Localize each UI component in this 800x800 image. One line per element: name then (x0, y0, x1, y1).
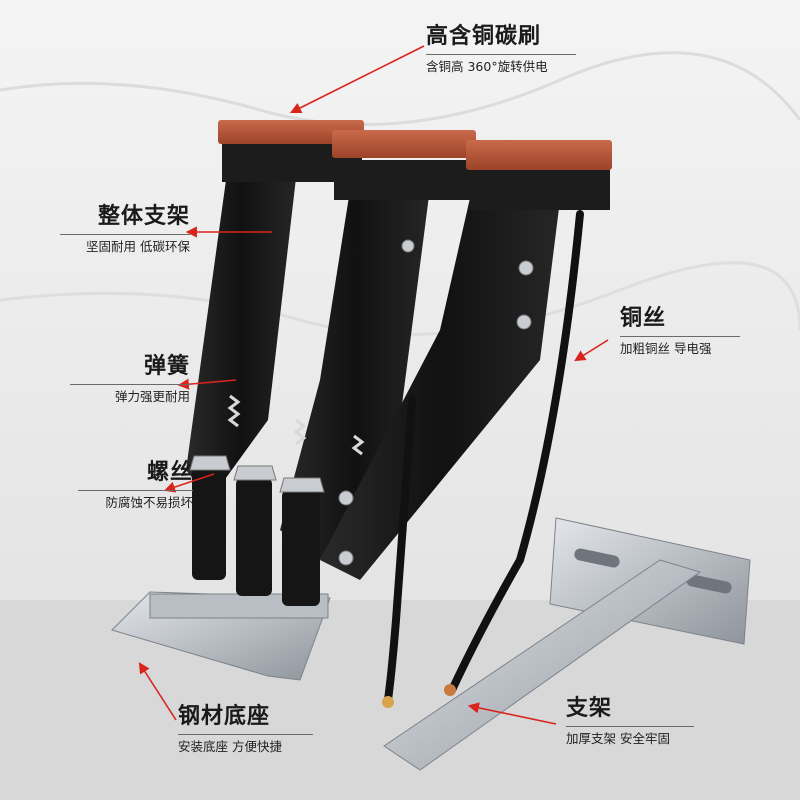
callout-wire-title: 铜丝 (620, 306, 667, 331)
copper-wires (384, 210, 584, 704)
callout-bracket-subtitle: 加厚支架 安全牢固 (566, 731, 670, 746)
arrow-brush (289, 45, 425, 114)
callout-spring-rule (70, 384, 190, 385)
callout-bracket: 支架 加厚支架 安全牢固 (566, 696, 694, 747)
callout-base-subtitle: 安装底座 方便快捷 (178, 739, 282, 754)
callout-brush-subtitle: 含铜高 360°旋转供电 (426, 59, 548, 74)
callout-base: 钢材底座 安装底座 方便快捷 (178, 704, 313, 755)
callout-bracket-rule (566, 726, 694, 727)
callout-screw-title: 螺丝 (146, 460, 193, 485)
wall-texture (0, 51, 800, 126)
callout-frame: 整体支架 坚固耐用 低碳环保 (60, 204, 190, 255)
callout-base-rule (178, 734, 313, 735)
callout-brush: 高含铜碳刷 含铜高 360°旋转供电 (426, 24, 576, 75)
callout-spring-title: 弹簧 (143, 354, 190, 379)
callout-brush-title: 高含铜碳刷 (426, 24, 542, 49)
callout-screw: 螺丝 防腐蚀不易损坏 (78, 460, 193, 511)
steel-bracket (383, 517, 751, 771)
callout-base-title: 钢材底座 (178, 704, 271, 729)
wire-tips (382, 684, 456, 708)
springs (227, 394, 365, 456)
callout-wire-rule (620, 336, 740, 337)
arrow-bracket (467, 702, 557, 725)
arrow-screw (163, 473, 215, 493)
callout-wire-subtitle: 加粗铜丝 导电强 (620, 341, 712, 356)
callout-frame-title: 整体支架 (97, 204, 190, 229)
callout-screw-rule (78, 490, 193, 491)
callout-wire: 铜丝 加粗铜丝 导电强 (620, 306, 740, 357)
collector-arm-right (320, 140, 612, 580)
callout-brush-rule (426, 54, 576, 55)
screw-posts (189, 455, 325, 606)
collector-arm-middle (280, 130, 476, 560)
callout-bracket-title: 支架 (566, 696, 613, 721)
arrow-base (138, 662, 177, 721)
pivot-bolts (338, 239, 534, 566)
callout-frame-rule (60, 234, 190, 235)
callout-frame-subtitle: 坚固耐用 低碳环保 (86, 239, 190, 254)
callout-spring: 弹簧 弹力强更耐用 (70, 354, 190, 405)
callout-spring-subtitle: 弹力强更耐用 (114, 389, 190, 404)
arrow-wire (574, 339, 609, 362)
callout-screw-subtitle: 防腐蚀不易损坏 (105, 495, 193, 510)
